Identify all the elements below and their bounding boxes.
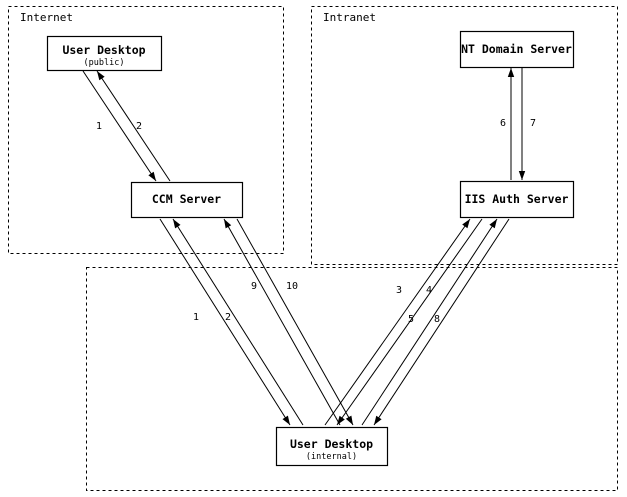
edge-line-edge-10 [236,218,354,426]
edge-edge-9 [223,218,341,426]
edge-edge-2-public [96,70,171,182]
edge-line-edge-8 [373,218,510,426]
node-box-ccm-server[interactable] [130,181,244,219]
node-nt-domain-server[interactable]: NT Domain Server [459,30,575,69]
edge-edge-1-public [82,70,157,182]
arrow-head-edge-10 [345,415,353,425]
edge-label-edge-2-internal: 2 [225,312,231,323]
arrow-head-edge-1-internal [282,415,290,425]
edge-edge-10 [236,218,354,426]
edge-label-edge-8: 8 [434,314,440,325]
edge-edge-4 [336,218,483,426]
arrow-head-edge-9 [224,219,232,229]
edge-label-edge-1-public: 1 [96,121,102,132]
edge-edge-1-internal [159,218,291,426]
edge-line-edge-3 [324,218,471,426]
arrow-head-edge-4 [337,415,345,425]
node-ccm-server[interactable]: CCM Server [130,181,244,219]
edge-line-edge-9 [223,218,341,426]
edge-edge-6 [507,68,515,180]
node-iis-auth-server[interactable]: IIS Auth Server [459,180,575,219]
arrow-head-edge-1-public [148,171,156,181]
arrow-head-edge-7 [518,171,526,180]
zone-border-internal-lan [86,267,618,491]
zone-internet: Internet [8,6,284,254]
edge-label-edge-7: 7 [530,118,536,129]
arrow-head-edge-2-internal [173,219,181,229]
edge-label-edge-4: 4 [426,285,432,296]
edge-label-edge-5: 5 [408,314,414,325]
edge-edge-7 [518,68,526,180]
edge-line-edge-2-internal [172,218,304,426]
edge-line-edge-2-public [96,70,171,182]
node-box-nt-domain-server[interactable] [459,30,575,69]
edge-edge-8 [373,218,510,426]
edge-line-edge-4 [336,218,483,426]
node-box-iis-auth-server[interactable] [459,180,575,219]
edge-edge-3 [324,218,471,426]
zone-label-internet: Internet [20,11,73,24]
edge-label-edge-6: 6 [500,118,506,129]
node-title-user-desktop-internal: User Desktop [290,437,373,451]
zone-internal-lan [86,267,618,491]
edge-label-edge-1-internal: 1 [193,312,199,323]
edge-line-edge-1-public [82,70,157,182]
edge-label-edge-10: 10 [286,281,298,292]
node-user-desktop-internal[interactable]: User Desktop(internal) [275,426,389,467]
edge-edge-5 [361,218,498,426]
node-subtitle-user-desktop-internal: (internal) [306,452,357,462]
arrow-head-edge-6 [507,68,515,77]
node-title-ccm-server: CCM Server [152,192,221,206]
arrow-head-edge-8 [374,415,382,425]
edge-edge-2-internal [172,218,304,426]
arrow-head-edge-2-public [97,71,105,81]
node-box-user-desktop-internal[interactable] [275,426,389,467]
flow-edges-group [82,68,526,426]
zone-border-intranet [311,6,618,265]
edge-label-edge-2-public: 2 [136,121,142,132]
node-subtitle-user-desktop-public: (public) [84,58,125,68]
zone-intranet: Intranet [311,6,618,265]
arrow-head-edge-3 [462,219,470,229]
node-box-user-desktop-public[interactable] [46,35,163,72]
edge-line-edge-1-internal [159,218,291,426]
zone-border-internet [8,6,284,254]
node-title-iis-auth-server: IIS Auth Server [465,192,569,206]
zone-label-intranet: Intranet [323,11,376,24]
arrow-head-edge-5 [489,219,497,229]
edge-labels-group: 1 2 6 7 1 2 9 10 3 4 5 8 [96,118,536,325]
edge-label-edge-9: 9 [251,281,257,292]
node-title-nt-domain-server: NT Domain Server [461,42,572,56]
node-user-desktop-public[interactable]: User Desktop(public) [46,35,163,72]
zone-boundaries-group: Internet Intranet [8,6,618,491]
edge-line-edge-5 [361,218,498,426]
edge-label-edge-3: 3 [396,285,402,296]
node-title-user-desktop-public: User Desktop [62,43,145,57]
